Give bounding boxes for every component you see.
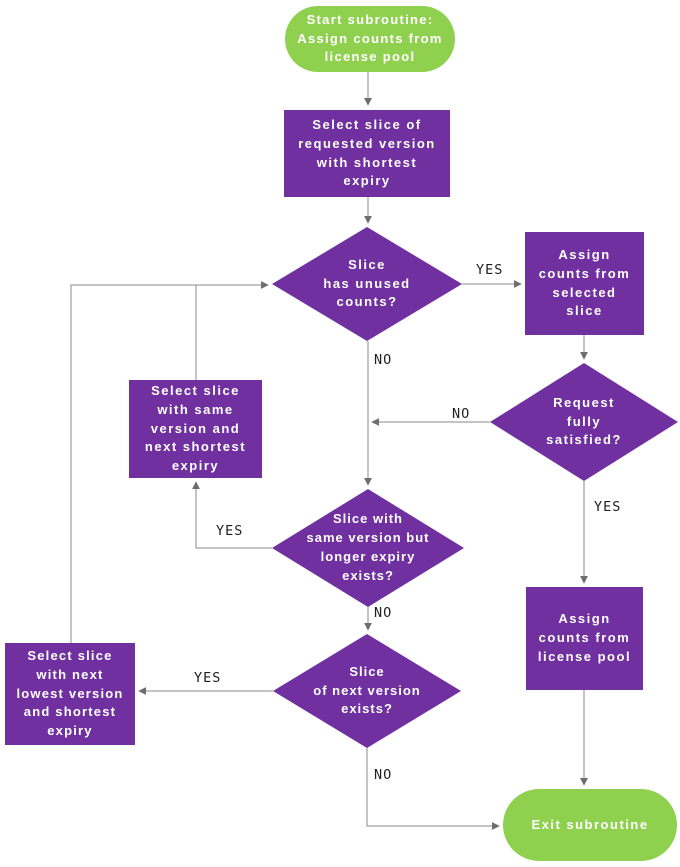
edge-label-nextversion-no: NO (374, 767, 393, 783)
node-label: Request fully satisfied? (546, 394, 622, 448)
edge-label-hasunused-yes: YES (476, 262, 504, 278)
node-exit-subroutine: Exit subroutine (503, 789, 677, 861)
edge-longerexpiry-yes (192, 481, 272, 549)
edge-label-satisfied-yes: YES (594, 499, 622, 515)
decision-shape-longer-expiry (272, 489, 464, 607)
edge-nextlowest-feedback (70, 281, 269, 643)
node-longer-expiry-exists: Slice with same version but longer expir… (272, 489, 464, 607)
node-assign-counts-license-pool: Assign counts from license pool (526, 587, 643, 690)
node-select-same-version-next-expiry: Select slice with same version and next … (129, 380, 262, 478)
edge-label-longerexpiry-yes: YES (216, 523, 244, 539)
node-label: Assign counts from license pool (537, 611, 632, 664)
node-label: Select slice with next lowest version an… (16, 647, 124, 739)
node-assign-counts-selected-slice: Assign counts from selected slice (525, 232, 644, 335)
node-label: Slice with same version but longer expir… (306, 511, 430, 583)
node-request-fully-satisfied: Request fully satisfied? (490, 363, 678, 481)
node-label: Slice of next version exists? (313, 663, 421, 717)
node-select-next-lowest-version: Select slice with next lowest version an… (5, 643, 135, 745)
node-next-version-exists: Slice of next version exists? (273, 634, 461, 748)
edge-label-satisfied-no: NO (452, 406, 471, 422)
node-label: Exit subroutine (531, 816, 649, 832)
edge-label-hasunused-no: NO (374, 352, 393, 368)
node-label: Select slice with same version and next … (144, 382, 247, 474)
edge-nextversion-no (366, 748, 500, 830)
node-label: Assign counts from selected slice (538, 246, 631, 319)
node-label: Slice has unused counts? (323, 256, 411, 310)
node-label: Start subroutine: Assign counts from lic… (297, 11, 443, 65)
decision-shape-has-unused (272, 227, 462, 341)
edge-label-longerexpiry-no: NO (374, 605, 393, 621)
decision-shape-next-version (273, 634, 461, 748)
node-select-shortest-expiry: Select slice of requested version with s… (284, 110, 450, 197)
node-slice-has-unused-counts: Slice has unused counts? (272, 227, 462, 341)
node-start-subroutine: Start subroutine: Assign counts from lic… (285, 6, 455, 72)
edge-label-nextversion-yes: YES (194, 670, 222, 686)
decision-shape-fully-satisfied (490, 363, 678, 481)
node-label: Select slice of requested version with s… (298, 116, 436, 189)
